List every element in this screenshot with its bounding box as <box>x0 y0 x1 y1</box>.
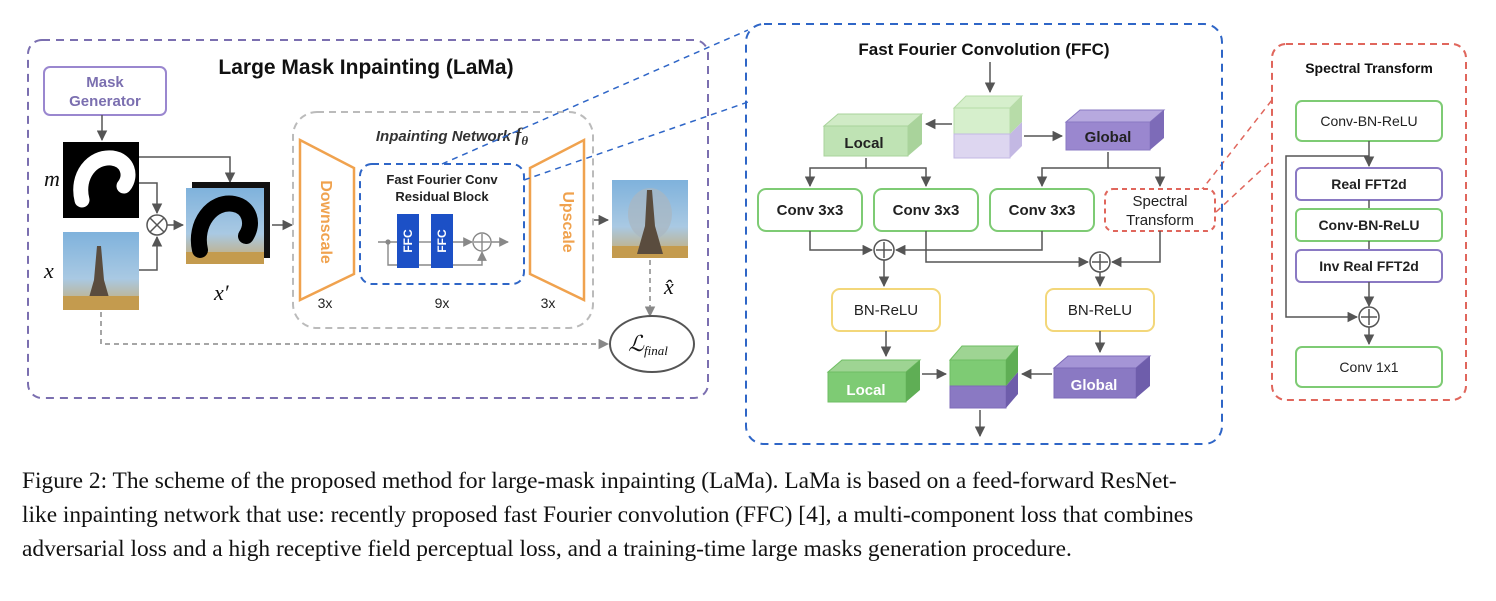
real-fft-label: Real FFT2d <box>1331 176 1406 192</box>
inpainting-network-box <box>292 111 594 329</box>
global-output-label: Global <box>1071 377 1118 394</box>
local-input-label: Local <box>844 135 883 152</box>
spectral-conv-bn-relu-top-label: Conv-BN-ReLU <box>1320 113 1417 129</box>
conv-local-to-local-label: Conv 3x3 <box>777 202 844 219</box>
conv-global-to-local-label: Conv 3x3 <box>1009 202 1076 219</box>
spectral-panel-border <box>1271 43 1467 401</box>
input-feature-cube <box>952 95 1024 159</box>
upscale-repeat: 3x <box>541 295 556 311</box>
local-output-cube <box>826 359 922 403</box>
output-feature-cube <box>948 345 1020 409</box>
spectral-panel: Spectral Transform Conv-BN-ReLU Real FFT… <box>1271 43 1467 401</box>
spectral-title: Spectral Transform <box>1305 60 1433 76</box>
spectral-skip <box>1285 155 1369 323</box>
spectral-conv-bn-relu-mid-label: Conv-BN-ReLU <box>1318 217 1419 233</box>
ffc-block-title-1: Fast Fourier Conv <box>386 172 498 187</box>
mask-generator-label-2: Generator <box>69 93 141 110</box>
conv-local-to-global-label: Conv 3x3 <box>893 202 960 219</box>
loss-node <box>609 315 695 373</box>
ffc-unit-1-label: FFC <box>401 229 415 253</box>
downscale-block <box>298 137 356 302</box>
upscale-label: Upscale <box>559 191 576 252</box>
local-input-cube <box>822 113 924 157</box>
zoom-line-spectral-bottom <box>1215 159 1273 213</box>
global-input-label: Global <box>1085 129 1132 146</box>
lama-title: Large Mask Inpainting (LaMa) <box>218 56 513 79</box>
label-xhat: x̂ <box>663 274 674 299</box>
mask-generator-box <box>43 66 167 116</box>
spectral-transform-label-2: Transform <box>1126 212 1194 229</box>
lama-figure: Large Mask Inpainting (LaMa) Mask Genera… <box>27 23 1467 445</box>
caption-line-1: Figure 2: The scheme of the proposed met… <box>22 468 1177 494</box>
ffc-title: Fast Fourier Convolution (FFC) <box>858 40 1109 59</box>
label-xprime: x′ <box>213 280 230 305</box>
zoom-line-ffc-top <box>441 29 749 165</box>
inv-fft-label: Inv Real FFT2d <box>1319 258 1419 274</box>
ffc-panel: Fast Fourier Convolution (FFC) Local Glo… <box>745 23 1223 445</box>
ffc-unit-2-label: FFC <box>435 229 449 253</box>
loss-subscript: final <box>644 343 668 358</box>
ffc-unit-2 <box>431 214 453 268</box>
global-output-cube <box>1052 355 1152 399</box>
conv-1x1-box <box>1295 346 1443 388</box>
mask-image <box>63 142 139 218</box>
mask-generator-label-1: Mask <box>86 74 124 91</box>
loss-label: ℒfinal <box>628 331 668 358</box>
loss-symbol: ℒ <box>628 331 645 356</box>
zoom-line-spectral-top <box>1199 99 1273 193</box>
ffc-block-title-2: Residual Block <box>395 189 489 204</box>
figure-caption: Figure 2: The scheme of the proposed met… <box>22 464 1478 566</box>
bn-relu-local-label: BN-ReLU <box>854 302 918 319</box>
bn-relu-global-label: BN-ReLU <box>1068 302 1132 319</box>
lama-panel: Large Mask Inpainting (LaMa) Mask Genera… <box>27 39 709 399</box>
arrow-x-to-loss <box>100 312 610 350</box>
arrow-m-to-xprime <box>139 156 236 184</box>
network-subscript: θ <box>521 133 528 148</box>
arrow-x-to-multiply <box>139 235 163 271</box>
caption-line-2: like inpainting network that use: recent… <box>22 502 1194 528</box>
block-repeat: 9x <box>435 295 450 311</box>
photo-x <box>63 232 139 310</box>
ffc-unit-1 <box>397 214 419 268</box>
global-input-cube <box>1064 109 1166 151</box>
downscale-repeat: 3x <box>318 295 333 311</box>
ffc-residual-block <box>359 163 525 285</box>
masked-image-xprime <box>186 182 270 264</box>
output-image-xhat <box>612 180 688 258</box>
conv-1x1-label: Conv 1x1 <box>1339 359 1398 375</box>
network-symbol: f <box>515 125 523 146</box>
network-title-text: Inpainting Network <box>376 128 512 145</box>
downscale-label: Downscale <box>317 180 334 264</box>
network-title: Inpainting Network fθ <box>376 125 529 148</box>
ffc-panel-border <box>745 23 1223 445</box>
label-m: m <box>44 166 60 191</box>
arrow-m-to-multiply <box>139 182 163 215</box>
spectral-transform-label-1: Spectral <box>1132 193 1187 210</box>
label-x: x <box>43 258 54 283</box>
caption-line-3: adversarial loss and a high receptive fi… <box>22 536 1072 562</box>
local-output-label: Local <box>846 382 885 399</box>
lama-panel-border <box>27 39 709 399</box>
upscale-block <box>528 137 586 302</box>
